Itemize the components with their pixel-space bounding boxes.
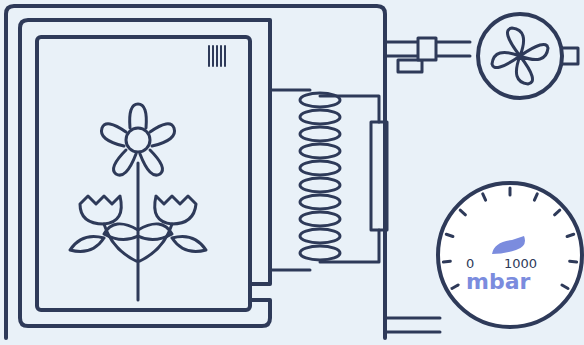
fan-symbol [492,28,548,84]
pressure-gauge [438,183,582,327]
gauge-tick [562,285,568,289]
coil-winding [300,178,340,192]
scale-label: 0 [466,257,474,270]
coil-winding [300,246,340,260]
coil-winding [300,127,340,141]
gauge-tick [555,210,560,215]
vacuum-pump [478,14,562,98]
coil-winding [300,110,340,124]
coil-pipe [270,90,310,270]
coil-winding [300,229,340,243]
gauge-tick [443,260,450,264]
gauge-tick [509,188,512,195]
coil-winding [300,144,340,158]
housing [6,6,385,338]
flower [70,104,206,300]
gauge-tick [446,234,453,236]
gauge-face: 0 1000mbar [438,183,582,327]
gauge-tick [567,234,574,236]
coil-winding [300,212,340,226]
coil-winding [300,195,340,209]
gauge-pipe [385,318,440,332]
unit-label: mbar [466,271,530,293]
heater-element [371,122,387,230]
gauge-tick [570,260,577,264]
gauge-needle [492,236,525,254]
valve [398,60,422,72]
coupling [418,38,436,60]
heater-wire [320,96,379,262]
chamber-door [20,20,270,326]
pump-outlet [562,48,578,64]
chamber-window [37,37,250,310]
gauge-tick [534,194,537,200]
scale-label: 1000 [504,257,537,270]
gauge-tick [483,194,486,200]
gauge-tick [460,210,465,215]
coil-winding [300,161,340,175]
gauge-tick [452,285,458,289]
condenser-coil [300,93,340,260]
vent [209,46,225,66]
